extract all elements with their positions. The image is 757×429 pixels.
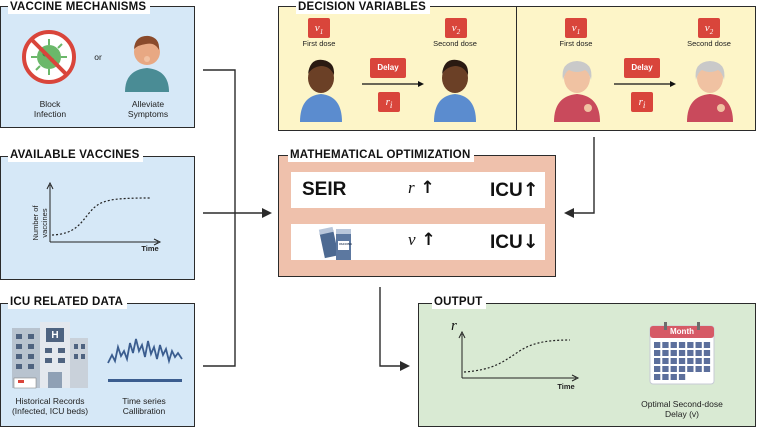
- virus-blocked-icon: [22, 30, 76, 84]
- sick-person-icon: [125, 35, 169, 92]
- calendar-day-cell: [678, 366, 686, 372]
- vaccine-vials-icon: [318, 226, 351, 260]
- second-dose-label-right: Second dose: [687, 39, 731, 48]
- vaccine-mechanisms-title: VACCINE MECHANISMS: [8, 0, 151, 14]
- delay-arrow-left: [362, 81, 424, 87]
- icu-down-term: ICU↓: [490, 231, 539, 253]
- calendar-day-cell: [662, 374, 669, 380]
- elderly-person-icon-first: [554, 61, 600, 122]
- hospital-sign: H: [51, 330, 59, 341]
- v2-badge-right: v2: [698, 18, 720, 38]
- r-up-term: r ↑: [408, 178, 435, 198]
- calendar-day-cell: [678, 374, 686, 380]
- decision-variables-title: DECISION VARIABLES: [296, 0, 430, 14]
- calendar-day-cell: [695, 366, 702, 372]
- young-person-icon-second: [434, 59, 476, 122]
- calendar-icon: [649, 322, 715, 385]
- output-title: OUTPUT: [432, 295, 487, 309]
- alleviate-symptoms-caption: Alleviate Symptoms: [127, 99, 169, 119]
- calendar-day-cell: [687, 350, 694, 356]
- calendar-day-cell: [695, 358, 702, 364]
- calendar-day-cell: [703, 342, 711, 348]
- delay-badge-left: Delay: [370, 58, 406, 78]
- available-vaccines-title: AVAILABLE VACCINES: [8, 148, 144, 162]
- seir-label: SEIR: [302, 179, 347, 200]
- r-badge-right: ri: [631, 92, 653, 112]
- icu-data-title: ICU RELATED DATA: [8, 295, 128, 309]
- calendar-day-cell: [670, 350, 677, 356]
- calendar-day-cell: [670, 374, 677, 380]
- calendar-day-cell: [695, 342, 702, 348]
- vial-label: VACCINE: [338, 242, 353, 246]
- v1-badge-left: v1: [308, 18, 330, 38]
- vaccines-curve-chart: [46, 181, 162, 246]
- v1-badge-right: v1: [565, 18, 587, 38]
- calendar-day-cell: [662, 358, 669, 364]
- delay-arrow-right: [614, 81, 676, 87]
- first-dose-label-left: First dose: [302, 39, 336, 48]
- calendar-day-cell: [670, 358, 677, 364]
- calendar-day-cell: [695, 350, 702, 356]
- calendar-day-cell: [662, 366, 669, 372]
- output-xlabel: Time: [557, 382, 575, 391]
- calendar-header-label: Month: [670, 327, 694, 336]
- calendar-day-cell: [703, 350, 711, 356]
- calendar-day-cell: [654, 374, 661, 380]
- calendar-day-cell: [662, 350, 669, 356]
- output-curve-chart: [458, 330, 580, 382]
- vaccines-xlabel: Time: [141, 244, 159, 253]
- decision-divider: [516, 6, 517, 131]
- hospital-icon: [12, 322, 88, 389]
- output-caption: Optimal Second-dose Delay (v): [641, 399, 723, 419]
- elderly-person-icon-second: [687, 61, 733, 122]
- first-dose-label-right: First dose: [559, 39, 593, 48]
- or-label: or: [94, 52, 102, 62]
- output-ylabel: r: [451, 318, 457, 334]
- block-infection-caption: Block Infection: [33, 99, 67, 119]
- calendar-day-cell: [687, 366, 694, 372]
- calendar-day-cell: [678, 350, 686, 356]
- calendar-day-cell: [654, 350, 661, 356]
- young-person-icon-first: [300, 59, 342, 122]
- calendar-day-cell: [654, 342, 661, 348]
- calendar-day-cell: [654, 358, 661, 364]
- historical-records-caption: Historical Records (Infected, ICU beds): [11, 396, 89, 416]
- calendar-day-cell: [662, 342, 669, 348]
- seir-row: [291, 172, 545, 208]
- calendar-day-cell: [678, 358, 686, 364]
- second-dose-label-left: Second dose: [433, 39, 477, 48]
- calendar-day-cell: [670, 366, 677, 372]
- time-series-caption: Time series Callibration: [122, 396, 166, 416]
- delay-badge-right: Delay: [624, 58, 660, 78]
- icu-up-term: ICU↑: [490, 179, 539, 201]
- v-up-term: v ↑: [408, 230, 436, 250]
- available-vaccines-panel: [0, 156, 195, 280]
- v2-badge-left: v2: [445, 18, 467, 38]
- calendar-day-cell: [670, 342, 677, 348]
- calendar-day-cell: [703, 366, 711, 372]
- decision-variables-panel: [278, 6, 756, 131]
- time-series-icon: [107, 338, 183, 382]
- calendar-day-cell: [687, 358, 694, 364]
- optimization-title: MATHEMATICAL OPTIMIZATION: [288, 148, 475, 162]
- r-badge-left: ri: [378, 92, 400, 112]
- calendar-day-cell: [687, 342, 694, 348]
- calendar-day-cell: [654, 366, 661, 372]
- calendar-day-cell: [678, 342, 686, 348]
- calendar-day-cell: [703, 358, 711, 364]
